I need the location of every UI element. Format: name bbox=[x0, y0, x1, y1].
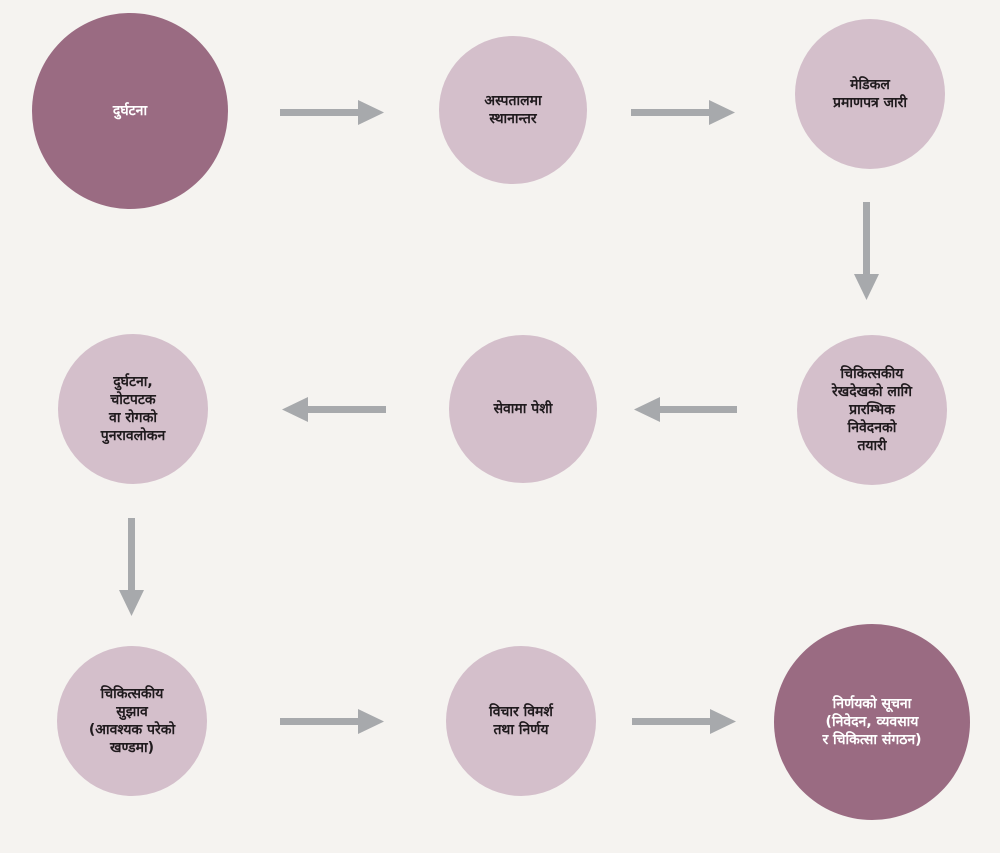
arrow-submission-to-review bbox=[282, 397, 386, 422]
node-medical-certificate: मेडिकल प्रमाणपत्र जारी bbox=[795, 19, 945, 169]
node-medical-certificate-label: मेडिकल प्रमाणपत्र जारी bbox=[832, 77, 907, 111]
node-accident: दुर्घटना bbox=[32, 13, 228, 209]
node-submission-label: सेवामा पेशी bbox=[493, 401, 553, 417]
arrow-deliberation-to-notice bbox=[632, 709, 736, 734]
arrow-certificate-to-report bbox=[854, 202, 879, 300]
node-accident-label: दुर्घटना bbox=[112, 103, 148, 119]
node-review-label: दुर्घटना, चोटपटक वा रोगको पुनरावलोकन bbox=[100, 374, 166, 444]
node-hospital-transfer-label: अस्पतालमा स्थानान्तर bbox=[484, 93, 542, 127]
node-deliberation: विचार विमर्श तथा निर्णय bbox=[446, 646, 596, 796]
arrow-review-to-advice bbox=[119, 518, 144, 616]
node-hospital-transfer: अस्पतालमा स्थानान्तर bbox=[439, 36, 587, 184]
node-medical-advice: चिकित्सकीय सुझाव (आवश्यक परेको खण्डमा) bbox=[57, 646, 207, 796]
node-medical-advice-label: चिकित्सकीय सुझाव (आवश्यक परेको खण्डमा) bbox=[88, 686, 176, 756]
node-deliberation-label: विचार विमर्श तथा निर्णय bbox=[489, 704, 553, 738]
arrow-report-to-submission bbox=[634, 397, 737, 422]
node-review: दुर्घटना, चोटपटक वा रोगको पुनरावलोकन bbox=[58, 334, 208, 484]
node-initial-report: चिकित्सकीय रेखदेखको लागि प्रारम्भिक निवे… bbox=[797, 335, 947, 485]
arrow-hospital-to-certificate bbox=[631, 100, 735, 125]
arrow-accident-to-hospital bbox=[280, 100, 384, 125]
node-initial-report-label: चिकित्सकीय रेखदेखको लागि प्रारम्भिक निवे… bbox=[832, 366, 912, 454]
node-decision-notice-label: निर्णयको सूचना (निवेदन, व्यवसाय र चिकित्… bbox=[822, 696, 922, 748]
node-decision-notice: निर्णयको सूचना (निवेदन, व्यवसाय र चिकित्… bbox=[774, 624, 970, 820]
node-submission: सेवामा पेशी bbox=[449, 335, 597, 483]
arrow-advice-to-deliberation bbox=[280, 709, 384, 734]
